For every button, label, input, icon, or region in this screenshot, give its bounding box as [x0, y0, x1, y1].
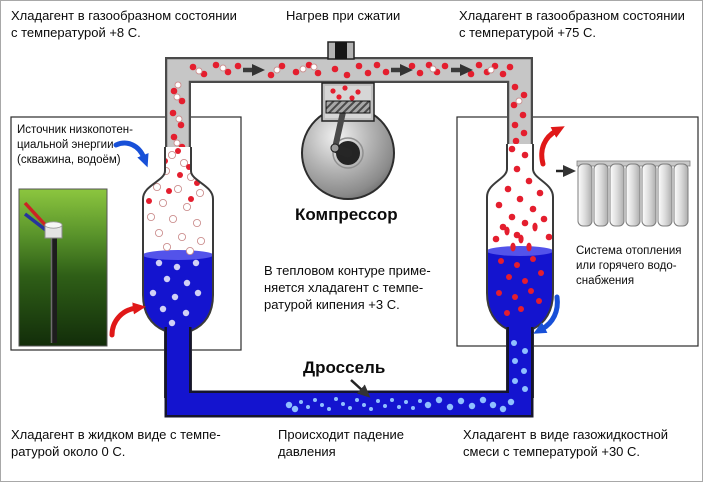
liquid-pipe: [164, 327, 534, 418]
label-pressure-drop: Происходит падение давления: [278, 427, 405, 459]
compressor-piston: [325, 100, 371, 114]
label-refrigerant-note: В тепловом контуре приме- няется хладаге…: [264, 263, 431, 312]
label-heating-system: Система отопления или горячего водо- сна…: [576, 245, 682, 288]
ground-source-illustration: [18, 188, 108, 347]
compressor-illustration: [301, 41, 395, 200]
return-flow-arrow-icon: [533, 294, 560, 334]
label-heat-source: Источник низкопотен- циальной энергии (с…: [17, 124, 133, 167]
heat-absorb-arrow-icon: [109, 302, 146, 338]
label-liquid-cold: Хладагент в жидком виде с темпе- ратурой…: [11, 427, 221, 459]
label-compressor: Компрессор: [295, 205, 398, 224]
label-gas-cold: Хладагент в газообразном состоянии с тем…: [11, 8, 237, 40]
throttle-arrow-icon: [350, 379, 371, 398]
label-gas-liquid-mix: Хладагент в виде газожидкостной смеси с …: [463, 427, 669, 459]
radiator-illustration: [576, 160, 691, 227]
label-gas-hot: Хладагент в газообразном состоянии с тем…: [459, 8, 685, 40]
liquid-bubbles: [285, 340, 528, 413]
cold-in-arrow-icon: [113, 140, 149, 168]
label-throttle: Дроссель: [303, 358, 386, 377]
heat-release-arrow-icon: [539, 126, 565, 167]
label-compression-heating: Нагрев при сжатии: [286, 8, 401, 23]
